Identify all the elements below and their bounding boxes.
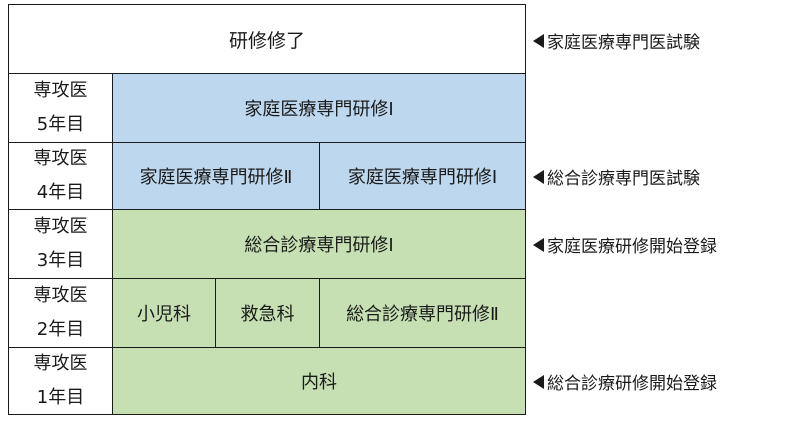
year4-family-medicine-2: 家庭医療専門研修Ⅱ <box>112 142 320 210</box>
note-general-registration: 総合診療研修開始登録 <box>533 369 717 394</box>
year2-general-label: 総合診療専門研修Ⅱ <box>346 304 499 325</box>
left-arrow-icon <box>533 169 544 184</box>
year5-block-label: 家庭医療専門研修Ⅰ <box>244 99 394 120</box>
year-label-2: 専攻医 2年目 <box>8 278 113 348</box>
training-complete-cell: 研修修了 <box>8 4 526 74</box>
year-label-4: 専攻医 4年目 <box>8 142 113 210</box>
year-label-2-line1: 専攻医 <box>33 285 88 306</box>
year3-general-medicine-1: 総合診療専門研修Ⅰ <box>112 209 526 279</box>
year-label-5-line1: 専攻医 <box>33 80 88 101</box>
note-family-registration: 家庭医療研修開始登録 <box>533 232 717 257</box>
year4-left-label: 家庭医療専門研修Ⅱ <box>139 167 293 188</box>
left-arrow-icon <box>533 374 544 389</box>
year-label-3-line2: 3年目 <box>36 250 85 271</box>
year-label-4-line2: 4年目 <box>36 182 85 203</box>
left-arrow-icon <box>533 33 544 48</box>
year4-right-label: 家庭医療専門研修Ⅰ <box>347 167 498 188</box>
year1-block-label: 内科 <box>301 372 337 393</box>
year-label-1-line1: 専攻医 <box>33 353 88 374</box>
note-family-exam-label: 家庭医療専門医試験 <box>547 33 700 53</box>
note-family-exam: 家庭医療専門医試験 <box>533 28 700 53</box>
note-general-registration-label: 総合診療研修開始登録 <box>547 374 717 394</box>
left-arrow-icon <box>533 237 544 252</box>
year-label-5: 専攻医 5年目 <box>8 73 113 143</box>
year2-pediatrics-label: 小児科 <box>137 304 191 325</box>
year5-family-medicine-1: 家庭医療専門研修Ⅰ <box>112 73 526 143</box>
year4-family-medicine-1: 家庭医療専門研修Ⅰ <box>319 142 526 210</box>
year2-general-medicine-2: 総合診療専門研修Ⅱ <box>319 278 526 348</box>
note-general-exam: 総合診療専門医試験 <box>533 164 700 189</box>
note-family-registration-label: 家庭医療研修開始登録 <box>547 237 717 257</box>
year3-block-label: 総合診療専門研修Ⅰ <box>244 235 394 256</box>
year2-pediatrics: 小児科 <box>112 278 216 348</box>
year-label-1-line2: 1年目 <box>36 387 85 408</box>
year2-emergency: 救急科 <box>215 278 320 348</box>
year-label-3-line1: 専攻医 <box>33 216 88 237</box>
year-label-1: 専攻医 1年目 <box>8 347 113 415</box>
year1-internal-medicine: 内科 <box>112 347 526 415</box>
year-label-3: 専攻医 3年目 <box>8 209 113 279</box>
year-label-2-line2: 2年目 <box>36 319 85 340</box>
year-label-4-line1: 専攻医 <box>33 148 88 169</box>
note-general-exam-label: 総合診療専門医試験 <box>547 169 700 189</box>
year-label-5-line2: 5年目 <box>36 114 85 135</box>
training-complete-label: 研修修了 <box>228 29 305 52</box>
year2-emergency-label: 救急科 <box>240 304 295 325</box>
